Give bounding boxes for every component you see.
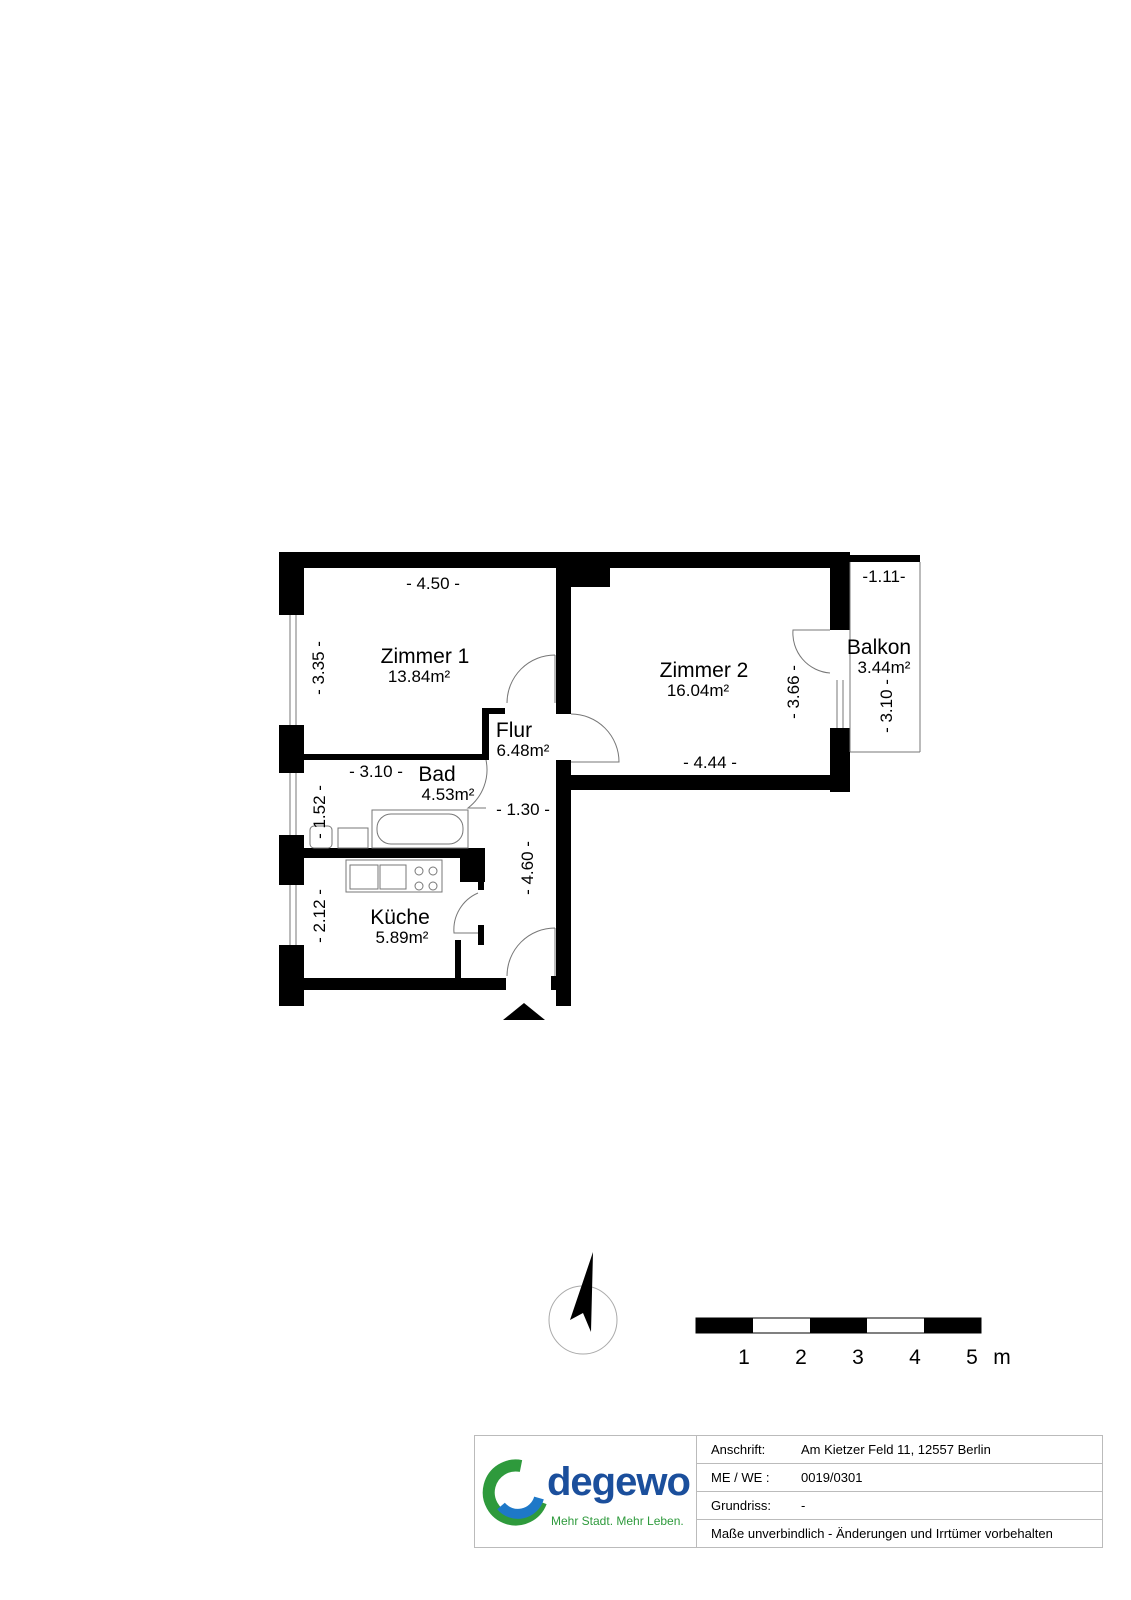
windows-and-fixtures <box>289 562 921 977</box>
room-area: 3.44m² <box>858 658 911 677</box>
room-area: 6.48m² <box>497 741 550 760</box>
dimension-label: - 3.10 - <box>877 679 896 733</box>
scale-label: 3 <box>852 1346 864 1369</box>
dimension-label: - 4.50 - <box>406 574 460 593</box>
dimension-label: - 4.60 - <box>518 841 537 895</box>
address-value: Am Kietzer Feld 11, 12557 Berlin <box>801 1442 991 1457</box>
room-area: 16.04m² <box>667 681 730 700</box>
room-name: Flur <box>496 719 532 742</box>
address-label: Anschrift: <box>711 1442 766 1457</box>
scale-label: 4 <box>909 1346 921 1369</box>
address-row: Anschrift: Am Kietzer Feld 11, 12557 Berl… <box>697 1436 1102 1464</box>
dimension-label: - 3.66 - <box>784 665 803 719</box>
dimension-label: - 3.10 - <box>349 762 403 781</box>
room-area: 5.89m² <box>376 928 429 947</box>
north-arrow <box>548 1252 618 1355</box>
logo-mark-icon <box>482 1459 547 1526</box>
dimension-label: - 2.12 - <box>310 889 329 943</box>
dimension-label: - 4.44 - <box>683 753 737 772</box>
scale-unit: m <box>993 1346 1011 1369</box>
unit-value: 0019/0301 <box>801 1470 863 1485</box>
scale-label: 1 <box>738 1346 750 1369</box>
room-area: 13.84m² <box>388 667 451 686</box>
disclaimer: Maße unverbindlich - Änderungen und Irrt… <box>711 1526 1053 1541</box>
walls <box>279 552 920 1006</box>
dimension-label: -1.11- <box>862 567 905 586</box>
room-name: Zimmer 2 <box>660 659 749 682</box>
degewo-logo: degewo Mehr Stadt. Mehr Leben. <box>475 1436 697 1547</box>
logo-brand: degewo <box>547 1460 691 1504</box>
scale-bar: 1 2 3 4 5 m <box>695 1317 1011 1369</box>
room-name: Zimmer 1 <box>381 645 470 668</box>
dimension-label: - 1.30 - <box>496 800 550 819</box>
scale-label: 5 <box>966 1346 978 1369</box>
plan-value: - <box>801 1498 806 1513</box>
logo-slogan: Mehr Stadt. Mehr Leben. <box>551 1514 684 1528</box>
disclaimer-row: Maße unverbindlich - Änderungen und Irrt… <box>697 1520 1102 1547</box>
plan-row: Grundriss: - <box>697 1492 1102 1520</box>
room-area: 4.53m² <box>422 785 475 804</box>
room-name: Balkon <box>847 636 911 659</box>
plan-label: Grundriss: <box>711 1498 771 1513</box>
room-name: Küche <box>370 906 430 929</box>
title-block: degewo Mehr Stadt. Mehr Leben. Anschrift… <box>474 1435 1103 1548</box>
dimension-label: - 1.52 - <box>310 785 329 839</box>
unit-label: ME / WE : <box>711 1470 770 1485</box>
dimension-label: - 3.35 - <box>309 641 328 695</box>
unit-row: ME / WE : 0019/0301 <box>697 1464 1102 1492</box>
scale-label: 2 <box>795 1346 807 1369</box>
room-name: Bad <box>418 763 455 786</box>
entrance-arrow-icon <box>503 1003 545 1020</box>
